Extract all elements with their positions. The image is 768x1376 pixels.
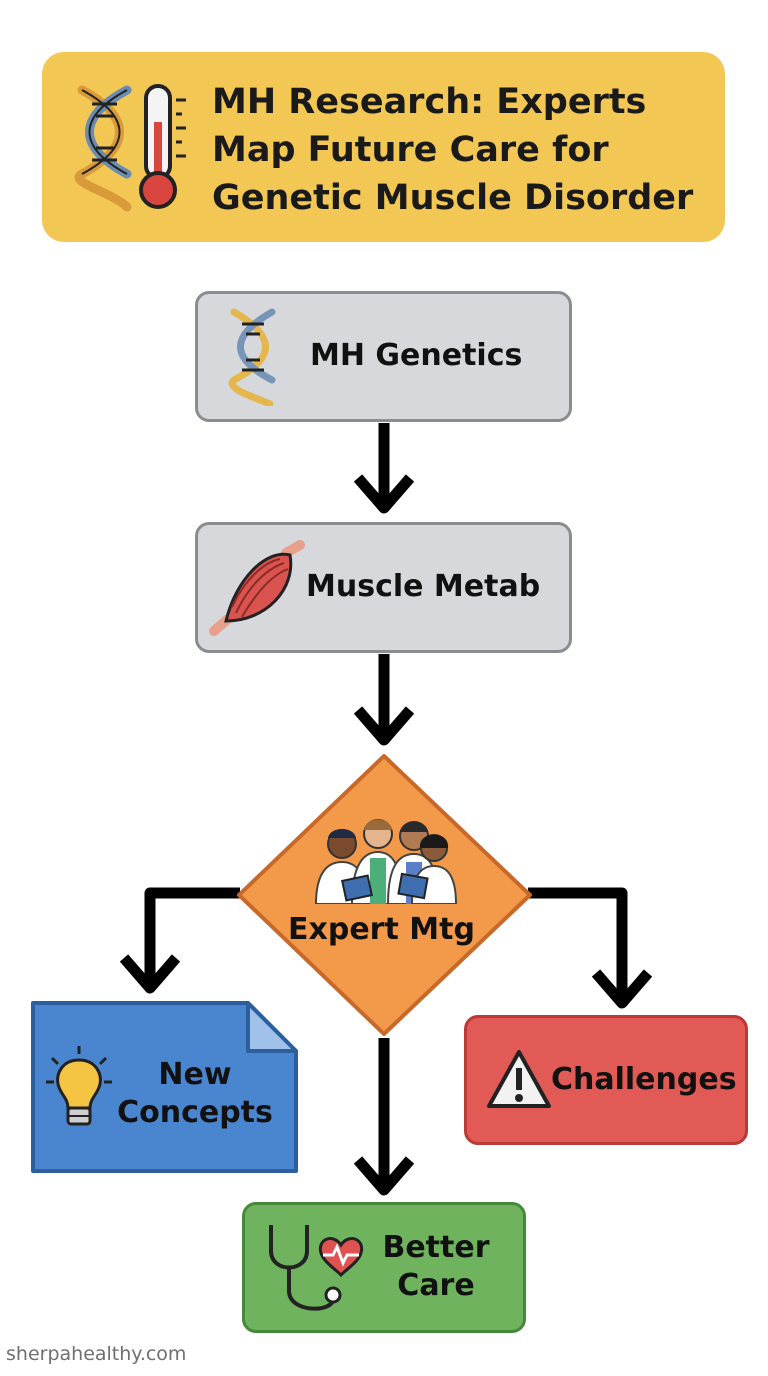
node-new-concepts-line-1: New	[158, 1057, 232, 1092]
title-line-1: MH Research: Experts	[212, 82, 647, 122]
muscle-icon	[209, 540, 305, 636]
footer-watermark: sherpahealthy.com	[6, 1343, 187, 1365]
title-line-3: Genetic Muscle Disorder	[212, 178, 694, 218]
node-better-care: Better Care	[242, 1202, 526, 1333]
lightbulb-icon	[46, 1046, 112, 1126]
dna-thermometer-icon	[74, 84, 186, 212]
node-challenges: Challenges	[464, 1015, 748, 1145]
node-challenges-label: Challenges	[551, 1062, 737, 1097]
node-muscle-metab: Muscle Metab	[195, 522, 572, 653]
node-muscle-metab-label: Muscle Metab	[306, 569, 541, 604]
node-better-care-label: Better Care	[369, 1229, 503, 1305]
stethoscope-heart-icon	[269, 1225, 364, 1311]
node-new-concepts-label: New Concepts	[112, 1056, 278, 1132]
node-new-concepts-line-2: Concepts	[117, 1095, 273, 1130]
warning-icon	[487, 1050, 551, 1108]
node-mh-genetics: MH Genetics	[195, 291, 572, 422]
title-banner: MH Research: Experts Map Future Care for…	[42, 52, 725, 242]
doctors-group-icon	[314, 819, 458, 904]
title-line-2: Map Future Care for	[212, 130, 609, 170]
node-better-care-line-1: Better	[382, 1230, 490, 1265]
page-title: MH Research: Experts Map Future Care for…	[212, 78, 712, 222]
node-better-care-line-2: Care	[397, 1268, 475, 1303]
node-mh-genetics-label: MH Genetics	[310, 338, 523, 373]
node-new-concepts-shape	[31, 1001, 298, 1173]
node-expert-mtg-label: Expert Mtg	[288, 912, 475, 947]
dna-icon	[228, 308, 276, 406]
